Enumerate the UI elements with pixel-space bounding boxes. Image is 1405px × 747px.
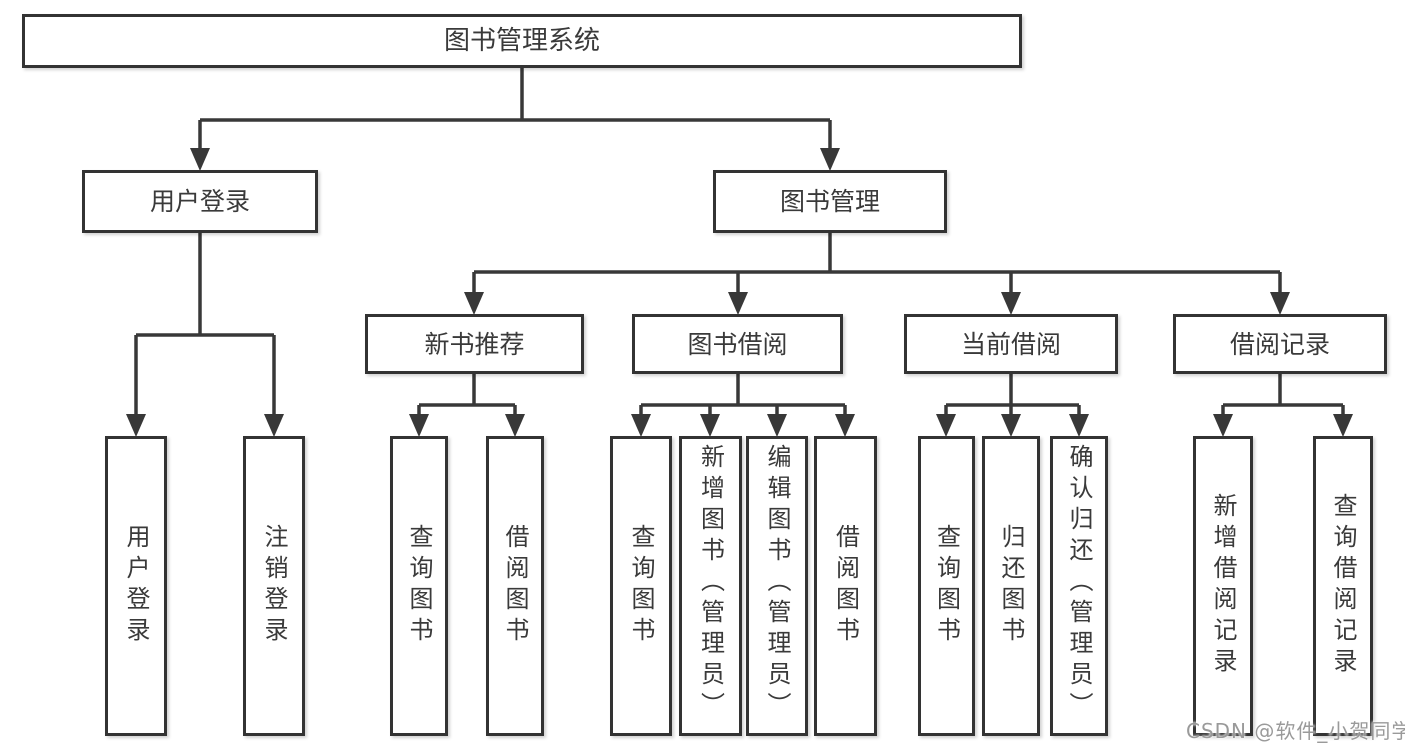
- csdn-watermark: CSDN @软件_小贺同学: [1186, 719, 1405, 743]
- node-leaf-edit-book-admin: 编辑图书（管理员）: [746, 436, 808, 736]
- node-leaf-confirm-return-admin-label: 确认归还（管理员）: [1065, 444, 1093, 723]
- node-book-management: 图书管理: [713, 170, 947, 233]
- node-leaf-user-login-label: 用户登录: [122, 524, 150, 648]
- node-leaf-return-books-label: 归还图书: [997, 524, 1025, 648]
- node-leaf-edit-book-admin-label: 编辑图书（管理员）: [763, 444, 791, 723]
- connector-new-books-to-leaves: [409, 374, 525, 437]
- node-current-borrowing: 当前借阅: [904, 314, 1118, 374]
- node-leaf-query-borrow-record: 查询借阅记录: [1313, 436, 1373, 736]
- connector-book-mgmt-to-level3: [464, 233, 1290, 315]
- node-leaf-add-book-admin-label: 新增图书（管理员）: [696, 444, 725, 723]
- node-new-book-recommend: 新书推荐: [365, 314, 584, 374]
- node-leaf-borrow-books-recommend: 借阅图书: [486, 436, 544, 736]
- connector-current-borrow-to-leaves: [936, 374, 1089, 437]
- node-leaf-query-borrow-record-label: 查询借阅记录: [1329, 493, 1357, 679]
- connector-book-borrow-to-leaves: [631, 374, 855, 437]
- node-leaf-user-login: 用户登录: [105, 436, 167, 736]
- node-leaf-borrow-books-borrowing-label: 借阅图书: [831, 524, 860, 648]
- node-user-login: 用户登录: [82, 170, 318, 233]
- node-leaf-borrow-books-borrowing: 借阅图书: [814, 436, 877, 736]
- node-book-borrowing: 图书借阅: [632, 314, 843, 374]
- node-leaf-query-books-borrowing-label: 查询图书: [627, 524, 655, 648]
- node-leaf-borrow-books-recommend-label: 借阅图书: [501, 524, 529, 648]
- node-borrowing-records: 借阅记录: [1173, 314, 1387, 374]
- node-leaf-logout: 注销登录: [243, 436, 305, 736]
- node-library-management-system: 图书管理系统: [22, 14, 1022, 68]
- connector-root-to-level2: [190, 68, 840, 171]
- node-leaf-query-books-recommend: 查询图书: [390, 436, 448, 736]
- connector-user-login-to-leaves: [126, 233, 284, 437]
- node-leaf-return-books: 归还图书: [982, 436, 1040, 736]
- connector-records-to-leaves: [1213, 374, 1353, 437]
- node-leaf-add-borrow-record: 新增借阅记录: [1193, 436, 1253, 736]
- node-leaf-add-book-admin: 新增图书（管理员）: [679, 436, 742, 736]
- node-leaf-confirm-return-admin: 确认归还（管理员）: [1050, 436, 1108, 736]
- node-leaf-query-books-current-label: 查询图书: [932, 524, 961, 648]
- node-leaf-logout-label: 注销登录: [260, 524, 288, 648]
- node-leaf-query-books-recommend-label: 查询图书: [405, 524, 433, 648]
- node-leaf-query-books-current: 查询图书: [918, 436, 975, 736]
- node-leaf-query-books-borrowing: 查询图书: [610, 436, 672, 736]
- node-leaf-add-borrow-record-label: 新增借阅记录: [1209, 493, 1237, 679]
